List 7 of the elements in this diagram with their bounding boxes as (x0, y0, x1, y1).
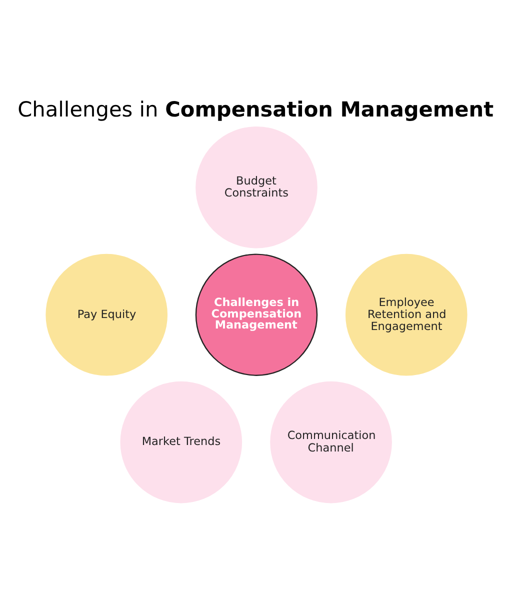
diagram-title: Challenges in Compensation Management (18, 97, 494, 122)
node-circle: Market Trends (120, 381, 242, 504)
node-circle: Budget Constraints (196, 126, 318, 248)
node-circle: Communication Channel (270, 381, 392, 504)
node-circle: Employee Retention and Engagement (345, 254, 468, 376)
node-circle: Challenges in Compensation Management (195, 254, 318, 376)
node-circle: Pay Equity (46, 254, 168, 376)
